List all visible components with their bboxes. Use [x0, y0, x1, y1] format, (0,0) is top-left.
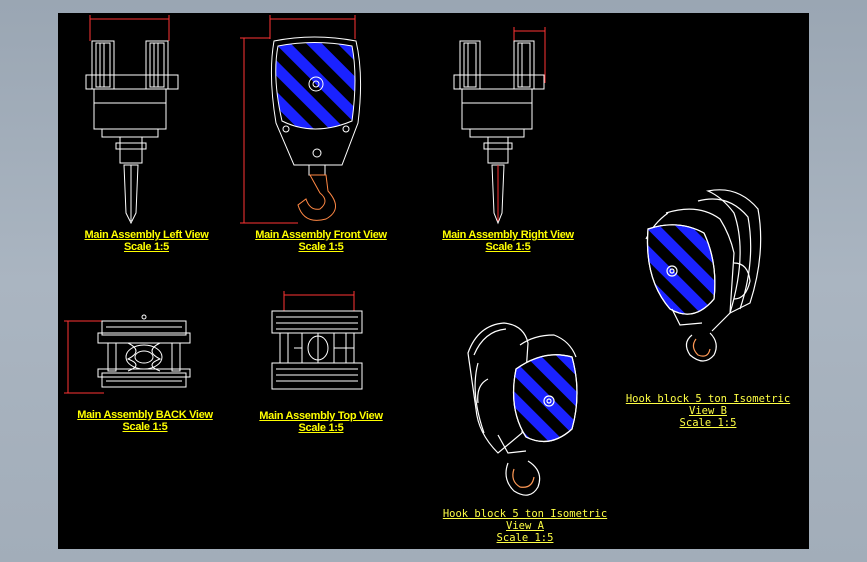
front-view-title: Main Assembly Front View: [255, 229, 387, 241]
front-view-label: Main Assembly Front View Scale 1:5: [233, 229, 409, 253]
hook-housing: [270, 36, 362, 166]
iso-b-label: Hook block 5 ton Isometric View B Scale …: [603, 393, 813, 429]
left-view-label: Main Assembly Left View Scale 1:5: [58, 229, 235, 253]
cad-drawing: [64, 15, 762, 496]
top-view-title: Main Assembly Top View: [259, 410, 383, 422]
hatched-sideplate: [275, 42, 356, 130]
hook-shape: [297, 174, 336, 221]
iso-b-scale: Scale 1:5: [679, 417, 737, 429]
iso-a-scale: Scale 1:5: [496, 532, 554, 544]
iso-a-view: View A: [506, 520, 544, 532]
isometric-view-a: [467, 322, 578, 496]
right-view-label: Main Assembly Right View Scale 1:5: [418, 229, 598, 253]
front-view-scale: Scale 1:5: [298, 241, 344, 253]
hatched-sideplate: [646, 224, 716, 315]
drawing-sheet: Main Assembly Left View Scale 1:5 Main A…: [58, 13, 809, 549]
left-view: [85, 15, 179, 225]
front-view: [240, 15, 362, 224]
left-view-scale: Scale 1:5: [123, 241, 169, 253]
back-view-title: Main Assembly BACK View: [77, 409, 213, 421]
back-view-label: Main Assembly BACK View Scale 1:5: [58, 409, 232, 433]
top-view-scale: Scale 1:5: [298, 422, 344, 434]
iso-b-view: View B: [689, 405, 727, 417]
isometric-view-b: [645, 189, 762, 362]
right-view-scale: Scale 1:5: [485, 241, 531, 253]
back-view-scale: Scale 1:5: [122, 421, 168, 433]
iso-a-title: Hook block 5 ton Isometric: [442, 508, 608, 520]
right-view: [453, 27, 546, 225]
right-view-title: Main Assembly Right View: [442, 229, 574, 241]
iso-a-label: Hook block 5 ton Isometric View A Scale …: [420, 508, 630, 544]
back-view: [64, 314, 191, 394]
iso-b-title: Hook block 5 ton Isometric: [625, 393, 791, 405]
top-view: [271, 291, 363, 390]
top-view-label: Main Assembly Top View Scale 1:5: [238, 410, 404, 434]
left-view-title: Main Assembly Left View: [84, 229, 209, 241]
